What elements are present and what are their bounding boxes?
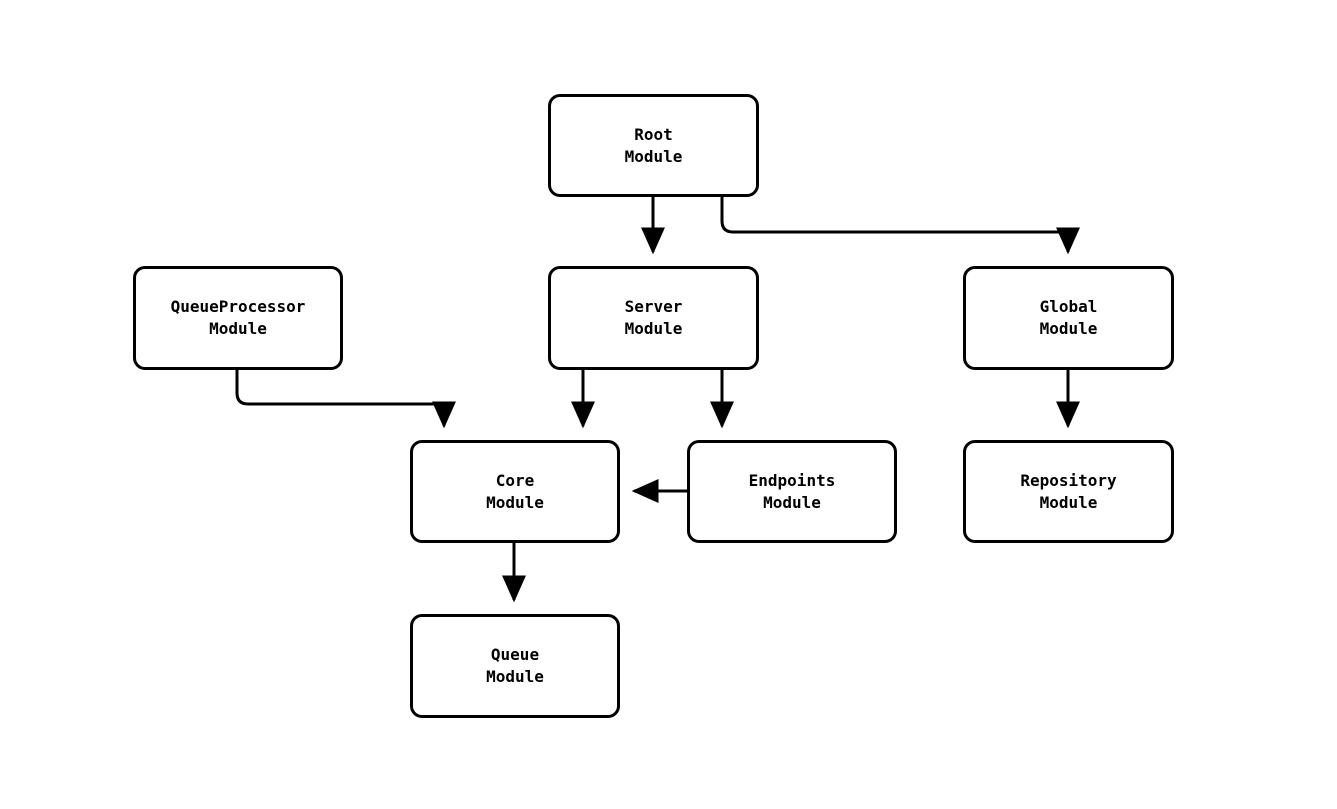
node-label-line1: Server	[624, 297, 683, 316]
node-label-line2: Module	[1039, 319, 1098, 338]
node-label-line2: Module	[209, 319, 267, 338]
node-label-line1: Global	[1039, 297, 1098, 316]
node-label-line1: QueueProcessor	[170, 297, 306, 316]
node-label-line2: Module	[624, 319, 683, 338]
node-label-line1: Queue	[490, 645, 540, 664]
node-label-line2: Module	[763, 492, 821, 512]
node-label-line1: Root	[634, 124, 673, 144]
node-label-line2: Module	[486, 492, 544, 512]
node-label-line1: Core	[495, 470, 535, 490]
edge-queueprocessor-core	[235, 370, 456, 429]
edge-root-global	[720, 197, 1080, 255]
node-label-line1: Endpoints	[748, 470, 836, 490]
node-label-line2: Module	[1039, 492, 1098, 512]
node-label-line2: Module	[624, 146, 683, 166]
node-label-line2: Module	[486, 667, 544, 686]
node-label-line1: Repository	[1020, 470, 1117, 490]
